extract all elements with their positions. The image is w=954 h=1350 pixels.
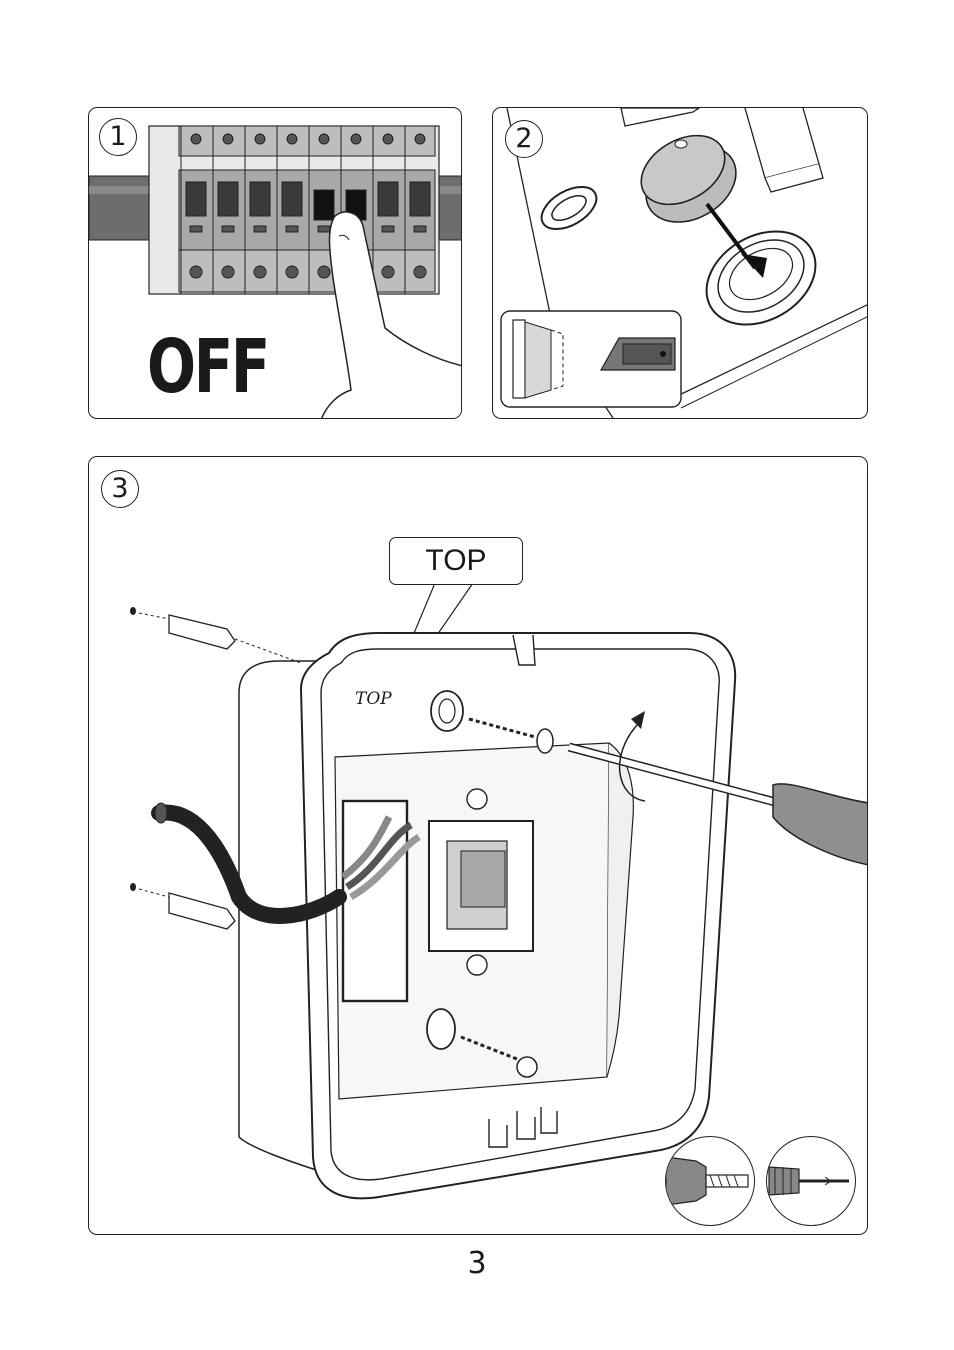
step-2-number: 2: [505, 120, 543, 158]
circuit-breaker-illustration: [89, 108, 462, 419]
step-3-panel: 3 TOP: [88, 456, 868, 1235]
screwdriver-graphic: [767, 1137, 855, 1225]
off-label: OFF: [147, 324, 268, 410]
page-number: 3: [0, 1246, 954, 1281]
grommet-illustration: [493, 108, 868, 419]
top-callout: TOP: [389, 537, 523, 585]
step-3-number: 3: [101, 470, 139, 508]
step-1-panel: 1 OFF: [88, 107, 462, 419]
drill-graphic: [666, 1137, 754, 1225]
top-mark: TOP: [355, 689, 392, 709]
step-2-panel: 2: [492, 107, 868, 419]
step-1-number: 1: [99, 118, 137, 156]
drill-icon: [665, 1136, 755, 1226]
screwdriver-icon: [766, 1136, 856, 1226]
